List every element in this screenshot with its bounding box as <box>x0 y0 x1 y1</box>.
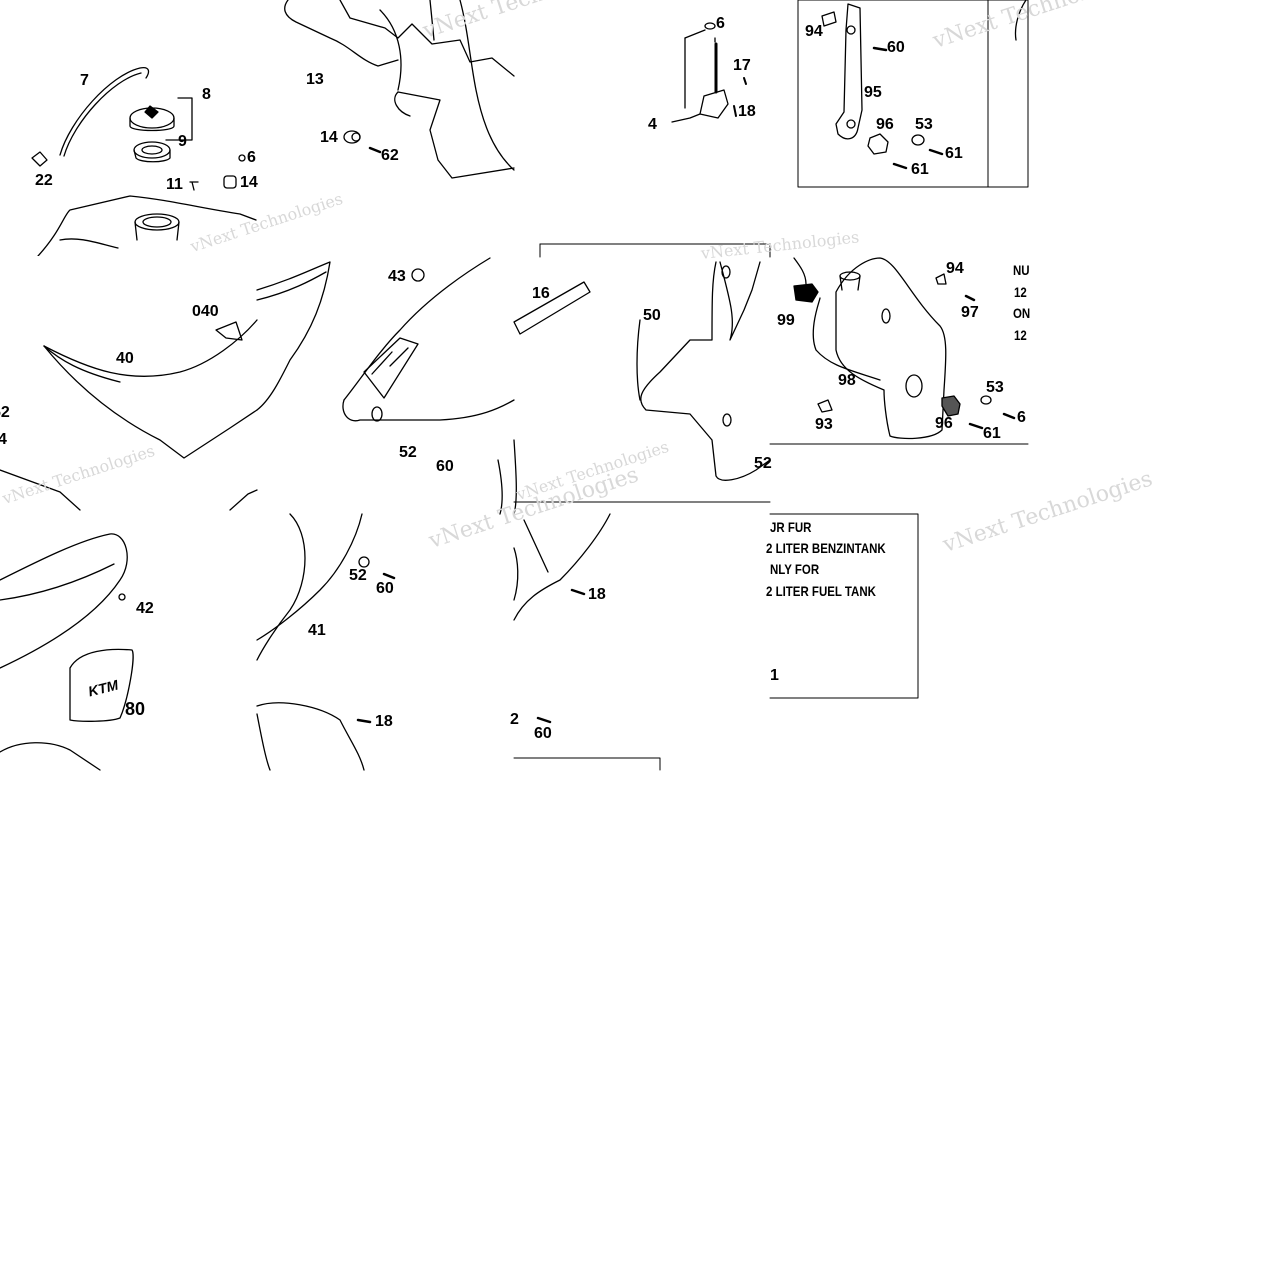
callout-60d: 60 <box>534 725 552 742</box>
callout-040: 040 <box>192 303 219 320</box>
note-12a: 12 <box>1014 284 1027 300</box>
callout-97: 97 <box>961 304 979 321</box>
callout-11: 11 <box>166 176 183 193</box>
callout-62: 62 <box>381 147 399 164</box>
front-fender <box>513 513 661 771</box>
callout-6a: 6 <box>247 149 256 166</box>
callout-93: 93 <box>815 416 833 433</box>
callout-94a: 94 <box>805 23 823 40</box>
side-cover-right <box>769 257 1029 445</box>
callout-40: 40 <box>116 350 134 367</box>
callout-4b: 4 <box>0 431 7 448</box>
callout-52d: 52 <box>349 567 367 584</box>
callout-96a: 96 <box>876 116 894 133</box>
callout-61c: 61 <box>983 425 1001 442</box>
number-plate <box>539 243 771 481</box>
rubber-bushing <box>343 130 361 144</box>
fuel-cap <box>129 105 175 163</box>
callout-18a: 18 <box>738 103 756 120</box>
seat <box>43 319 258 459</box>
callout-22: 22 <box>35 172 53 189</box>
note-line-2: 2 LITER BENZINTANK <box>766 540 886 556</box>
callout-60b: 60 <box>436 458 454 475</box>
side-cover-left <box>256 257 515 515</box>
fuel-hose <box>59 66 150 157</box>
callout-99: 99 <box>777 312 795 329</box>
fuel-tank-top <box>37 195 257 257</box>
fuel-tank-body <box>284 0 515 179</box>
callout-1: 1 <box>770 667 779 684</box>
callout-61a: 61 <box>945 145 963 162</box>
callout-52b: 52 <box>399 444 417 461</box>
seat-cover <box>0 533 128 771</box>
callout-7: 7 <box>80 72 89 89</box>
callout-53a: 53 <box>915 116 933 133</box>
callout-4: 4 <box>648 116 657 133</box>
callout-14a: 14 <box>240 174 258 191</box>
note-box-frame <box>769 513 919 699</box>
callout-61b: 61 <box>911 161 929 178</box>
callout-14b: 14 <box>320 129 338 146</box>
callout-18b: 18 <box>375 713 393 730</box>
callout-52c: 52 <box>754 455 772 472</box>
note-12b: 12 <box>1014 327 1027 343</box>
callout-50: 50 <box>643 307 661 324</box>
note-line-3: NLY FOR <box>770 561 820 577</box>
hose-fitting <box>31 151 48 167</box>
callout-95: 95 <box>864 84 882 101</box>
callout-6c: 6 <box>1017 409 1026 426</box>
callout-17: 17 <box>733 57 751 74</box>
callout-60c: 60 <box>376 580 394 597</box>
callout-42: 42 <box>136 600 154 617</box>
callout-8: 8 <box>202 86 211 103</box>
callout-53b: 53 <box>986 379 1004 396</box>
callout-43: 43 <box>388 268 406 285</box>
callout-16: 16 <box>532 285 550 302</box>
callout-6b: 6 <box>716 15 725 32</box>
callout-52a: 52 <box>0 404 10 421</box>
ktm-decal <box>69 648 134 722</box>
callout-60a: 60 <box>887 39 905 56</box>
mounting-bracket <box>797 0 1029 188</box>
note-nu: NU <box>1013 262 1030 278</box>
note-on: ON <box>1013 305 1031 321</box>
note-line-4: 2 LITER FUEL TANK <box>766 583 876 599</box>
rubber-strip <box>513 281 591 335</box>
callout-9: 9 <box>178 133 187 150</box>
callout-94b: 94 <box>946 260 964 277</box>
callout-80: 80 <box>125 699 146 719</box>
fuel-tap <box>671 22 747 123</box>
callout-98: 98 <box>838 372 856 389</box>
note-line-1: JR FUR <box>770 519 812 535</box>
callout-18c: 18 <box>588 586 606 603</box>
callout-13: 13 <box>306 71 324 88</box>
callout-2: 2 <box>510 711 519 728</box>
side-panel-lower <box>256 513 396 771</box>
callout-41: 41 <box>308 622 326 639</box>
callout-96b: 96 <box>935 415 953 432</box>
